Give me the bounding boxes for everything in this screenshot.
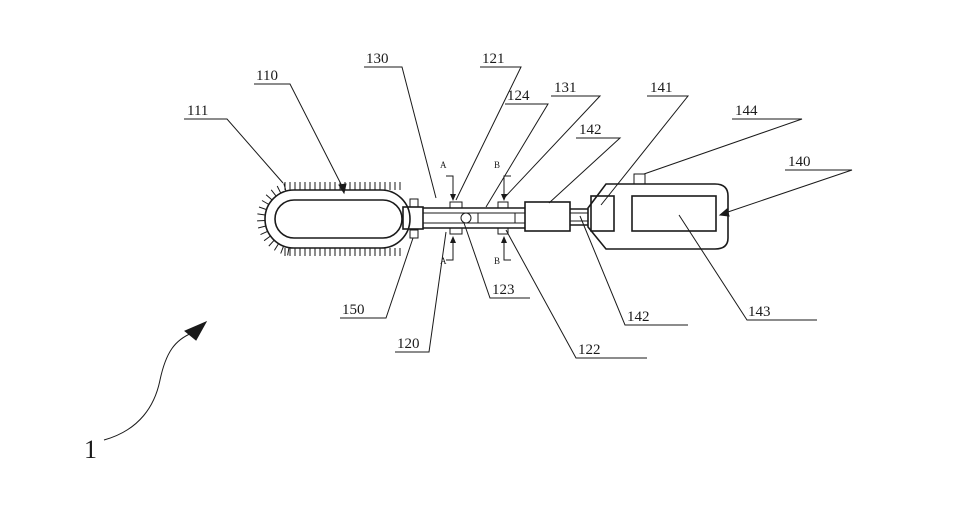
reference-labels: 110 111 130 121 124 131 142 141 144 140 … (84, 51, 811, 464)
section-b-bottom: B (494, 256, 500, 266)
label-141: 141 (650, 80, 673, 96)
bristles (257, 182, 401, 256)
bristle (260, 230, 268, 236)
label-122: 122 (578, 342, 601, 358)
bristle (283, 183, 287, 192)
bristle (268, 239, 275, 247)
label-143: 143 (748, 304, 771, 320)
label-120: 120 (397, 336, 420, 352)
bristle (258, 206, 267, 211)
bristle (270, 189, 277, 197)
leader-lines (103, 66, 853, 441)
bristle (265, 194, 273, 201)
label-110: 110 (256, 68, 278, 84)
bristle (263, 235, 271, 242)
section-b-top: B (494, 160, 500, 170)
connector-sleeve (402, 198, 424, 239)
brush-head (257, 182, 411, 256)
bristle (276, 185, 282, 194)
bristle (273, 243, 280, 251)
label-144: 144 (735, 103, 758, 119)
label-142-top: 142 (579, 122, 602, 138)
bristle (287, 247, 290, 256)
coupler-block (524, 201, 588, 232)
label-140: 140 (788, 154, 811, 170)
section-a-bottom: A (440, 256, 447, 266)
section-a-top: A (440, 160, 447, 170)
bristle (280, 245, 285, 254)
label-131: 131 (554, 80, 577, 96)
label-124: 124 (507, 88, 530, 104)
rod-assembly (423, 201, 525, 235)
label-150: 150 (342, 302, 365, 318)
label-130: 130 (366, 51, 389, 67)
label-123: 123 (492, 282, 515, 298)
bristle (261, 200, 270, 205)
figure-number: 1 (84, 435, 97, 464)
bristle (257, 213, 266, 216)
label-121: 121 (482, 51, 505, 67)
label-111: 111 (187, 103, 208, 119)
label-142-bottom: 142 (627, 309, 650, 325)
handle-body (587, 173, 729, 250)
section-mark-a: A A (440, 160, 456, 266)
bristle (257, 225, 267, 229)
